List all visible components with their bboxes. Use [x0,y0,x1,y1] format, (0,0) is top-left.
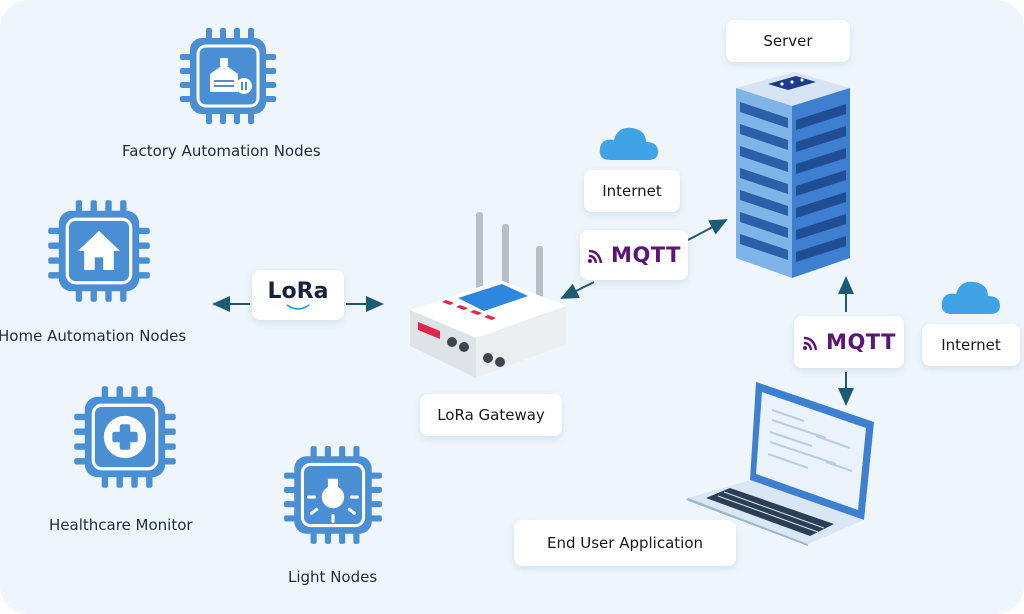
end-user-application-label: End User Application [514,520,736,566]
lora-badge: LoRa [252,270,344,320]
mqtt-badge-right: MQTT [794,316,904,368]
lora-gateway-label: LoRa Gateway [420,394,562,436]
mqtt-logo-icon [588,249,603,264]
internet-label-top: Internet [584,170,680,212]
arrow-mqtt-to-server [687,219,728,241]
lora-logo-text: LoRa [267,278,329,304]
server-rack-icon [736,72,850,278]
laptop-icon [686,382,874,546]
end-user-laptop [686,382,874,546]
factory-icon [210,58,252,94]
router-icon [410,212,566,378]
home-nodes-label: Home Automation Nodes [0,327,187,345]
mqtt-text-top: MQTT [611,243,681,267]
mqtt-badge-top: MQTT [580,230,688,280]
server-label: Server [726,20,850,62]
internet-label-right: Internet [922,324,1020,366]
lora-gateway-router [410,212,566,378]
light-node-chip [284,446,382,544]
medical-cross-icon [103,415,147,459]
arrow-mqtt-to-gateway [560,281,595,299]
healthcare-monitor-label: Healthcare Monitor [49,516,193,534]
cloud-icon-top [599,127,658,160]
light-nodes-label: Light Nodes [288,568,378,586]
mqtt-logo-icon [803,336,818,351]
cloud-icon-right [941,281,1000,314]
lora-wave-icon [286,303,310,310]
mqtt-text-right: MQTT [826,330,896,354]
factory-nodes-label: Factory Automation Nodes [122,142,321,160]
server-rack [736,72,850,278]
light-bulb-icon [307,478,359,524]
factory-node-chip [180,28,276,124]
healthcare-node-chip [74,386,176,488]
home-icon [77,230,121,271]
home-node-chip [48,200,150,302]
